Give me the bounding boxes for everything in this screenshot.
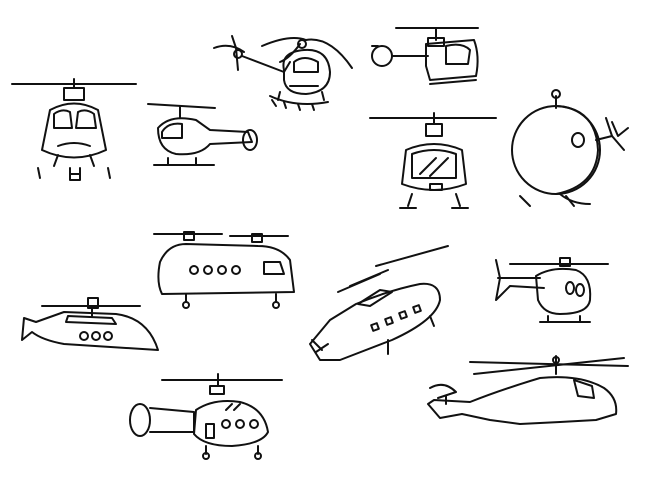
- helicopter-front-view-2: [369, 112, 497, 209]
- helicopter-side-top-right: [371, 27, 479, 85]
- helicopter-attack-style: [427, 355, 629, 425]
- helicopter-long-body: [21, 297, 159, 351]
- helicopter-cartoon-with-tail-rotor: [213, 35, 353, 111]
- helicopter-round-bubble: [511, 89, 629, 207]
- helicopter-bottom-left: [129, 373, 283, 460]
- helicopter-side-small: [147, 103, 258, 166]
- helicopter-small-side: [495, 257, 609, 323]
- chinook-tandem-rotor: [153, 231, 295, 309]
- helicopter-large-transport: [309, 245, 449, 361]
- helicopter-front-view-1: [11, 78, 137, 181]
